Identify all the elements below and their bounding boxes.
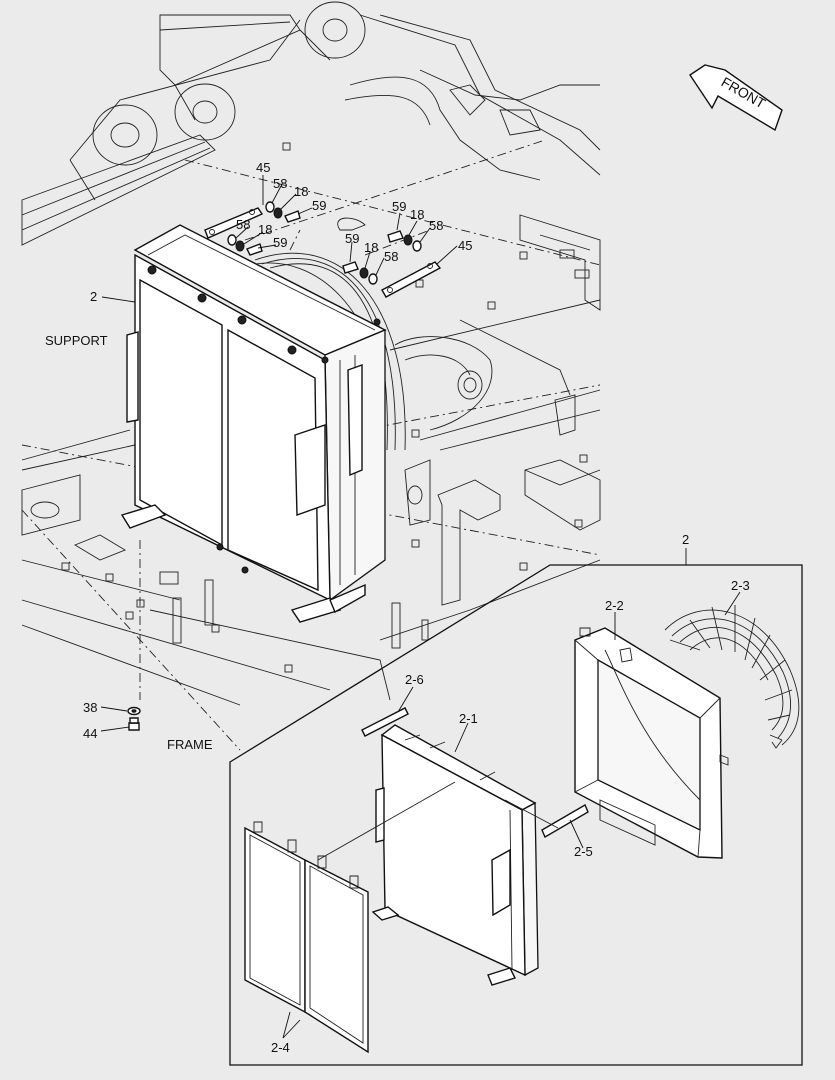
callout-2-3: 2-3 [731, 578, 750, 593]
callout-45-right: 45 [458, 238, 472, 253]
callout-2-main: 2 [90, 289, 97, 304]
leader-lines [100, 175, 741, 1039]
callout-2-detail: 2 [682, 532, 689, 547]
callout-18-upper: 18 [294, 184, 308, 199]
frame-caption: FRAME [167, 737, 213, 752]
callout-38: 38 [83, 700, 97, 715]
callout-59-upper: 59 [312, 198, 326, 213]
callout-2-6: 2-6 [405, 672, 424, 687]
callout-59-right-top: 59 [392, 199, 406, 214]
part-2-6-bracket [361, 707, 409, 737]
callout-58-right-low: 58 [384, 249, 398, 264]
part-2-1-radiator-core [371, 724, 539, 986]
callout-58-mid: 58 [236, 217, 250, 232]
callout-2-2: 2-2 [605, 598, 624, 613]
callout-2-4: 2-4 [271, 1040, 290, 1055]
support-caption: SUPPORT [45, 333, 108, 348]
detail-view-box [229, 564, 803, 1066]
callout-45-upper: 45 [256, 160, 270, 175]
radiator-assembly-installed [120, 224, 406, 623]
callout-59-right-low: 59 [345, 231, 359, 246]
part-2-5-bracket [541, 803, 589, 839]
front-direction-arrow: FRONT [689, 64, 783, 132]
mounting-hardware-upper [204, 201, 442, 298]
frame-bolts [61, 142, 588, 673]
text-labels: SUPPORT FRAME 2 2 45 58 18 59 58 18 59 5… [45, 160, 750, 1055]
callout-2-1: 2-1 [459, 711, 478, 726]
part-2-4-screens [244, 821, 369, 1054]
callout-18-right-low: 18 [364, 240, 378, 255]
callout-58-right-top: 58 [429, 218, 443, 233]
callout-58-upper: 58 [273, 176, 287, 191]
bottom-mount-hardware [127, 706, 141, 731]
part-2-2-shroud [574, 627, 729, 859]
part-2-3-fan-guard [664, 605, 800, 749]
callout-18-right-top: 18 [410, 207, 424, 222]
callout-18-mid: 18 [258, 222, 272, 237]
callout-44: 44 [83, 726, 97, 741]
callout-59-mid: 59 [273, 235, 287, 250]
callout-2-5: 2-5 [574, 844, 593, 859]
machine-frame-drawing [21, 1, 601, 751]
